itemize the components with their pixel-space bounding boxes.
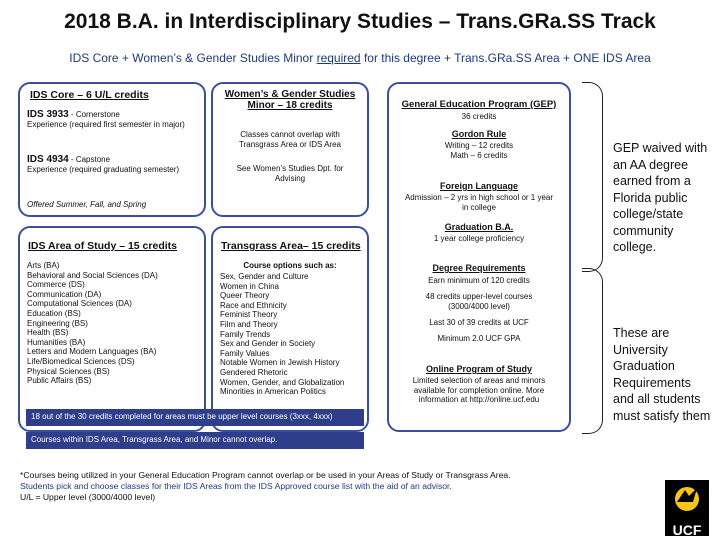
foreign-language-header: Foreign Language [439,181,518,191]
transgrass-item: Queer Theory [220,291,270,301]
transgrass-item: Women in China [220,281,279,291]
ids-area-item: Education (BS) [27,308,81,318]
online-program-header: Online Program of Study [425,364,532,374]
transgrass-item: Feminist Theory [220,310,278,320]
transgrass-item: Film and Theory [220,319,278,329]
ids-area-item: Life/Biomedical Sciences (DS) [27,356,135,366]
subtitle-underlined: required [316,51,361,65]
ids-area-item: Computational Sciences (DA) [27,299,132,309]
degree-req-4: Minimum 2.0 UCF GPA [437,334,521,343]
ids-area-item: Health (BS) [27,328,69,338]
footnote-3: U/L = Upper level (3000/4000 level) [20,492,156,502]
transgrass-item: Sex and Gender in Society [220,339,316,349]
degree-requirements-header: Degree Requirements [432,263,526,273]
subtitle-after: for this degree + Trans.GRa.SS Area + ON… [360,51,651,65]
ids-core-note: Offered Summer, Fall, and Spring [27,200,147,209]
ids-area-list: Arts (BA) Behavioral and Social Sciences… [27,261,207,386]
graduation-req-bracket [582,268,603,434]
graduation-ba-desc: 1 year college proficiency [433,234,525,243]
pegasus-icon [675,487,699,511]
gordon-rule-header: Gordon Rule [451,129,507,139]
ids-area-item: Public Affairs (BS) [27,376,92,386]
transgrass-header: Transgrass Area– 15 credits [221,240,361,252]
transgrass-list: Sex, Gender and Culture Women in China Q… [220,272,370,397]
degree-req-2: 48 credits upper-level courses (3000/400… [425,292,533,311]
ids-area-item: Letters and Modern Languages (BA) [27,347,157,357]
gep-credits: 36 credits [461,112,497,121]
degree-req-1: Earn minimum of 120 credits [428,276,530,285]
ids-area-item: Engineering (BS) [27,318,88,328]
transgrass-area-box: Transgrass Area– 15 credits Course optio… [211,226,369,432]
ids-core-course2-code: IDS 4934 [27,154,69,165]
footnote-2: Students pick and choose classes for the… [20,481,452,491]
ids-area-header: IDS Area of Study – 15 credits [28,240,177,252]
ids-core-box: IDS Core – 6 U/L credits IDS 3933 - Corn… [18,82,206,217]
ids-area-item: Physical Sciences (BS) [27,366,110,376]
degree-req-3: Last 30 of 39 credits at UCF [429,318,529,327]
transgrass-item: Family Values [220,348,270,358]
transgrass-item: Minorities in American Politics [220,387,326,397]
ids-core-course2-desc: Experience (required graduating semester… [27,164,180,174]
upper-level-banner: 18 out of the 30 credits completed for a… [26,409,364,426]
wgs-minor-box: Women’s & Gender Studies Minor – 18 cred… [211,82,369,217]
ucf-logo: UCF [665,480,709,538]
ids-core-course1: IDS 3933 - Cornerstone Experience (requi… [27,110,197,129]
ids-area-item: Commerce (DS) [27,280,85,290]
ids-area-item: Behavioral and Social Sciences (DA) [27,270,158,280]
online-program-desc: Limited selection of areas and minors av… [412,376,546,405]
transgrass-item: Race and Ethnicity [220,300,287,310]
wgs-minor-line2: See Women’s Studies Dpt. for Advising [236,164,344,183]
ids-core-course2-name: - Capstone [68,155,111,164]
ids-core-course2: IDS 4934 - Capstone Experience (required… [27,155,197,174]
graduation-ba-header: Graduation B.A. [444,222,514,232]
ids-core-header: IDS Core – 6 U/L credits [30,89,149,101]
transgrass-item: Notable Women in Jewish History [220,358,340,368]
gep-waived-note: GEP waived with an AA degree earned from… [613,141,708,254]
transgrass-item: Sex, Gender and Culture [220,272,309,281]
transgrass-item: Women, Gender, and Globalization [220,377,345,387]
gep-header: General Education Program (GEP) [401,99,557,110]
footnotes: *Courses being utilized in your General … [20,470,650,503]
subtitle-before: IDS Core + Women’s & Gender Studies Mino… [69,51,317,65]
ids-area-box: IDS Area of Study – 15 credits Arts (BA)… [18,226,206,432]
graduation-requirements-note: These are University Graduation Requirem… [613,326,711,423]
overlap-banner: Courses within IDS Area, Transgrass Area… [26,432,364,449]
gep-waived-bracket [582,82,603,272]
wgs-minor-line1: Classes cannot overlap with Transgrass A… [239,130,341,149]
wgs-minor-header: Women’s & Gender Studies Minor – 18 cred… [224,89,356,111]
ids-core-course1-code: IDS 3933 [27,109,69,120]
ids-core-course1-desc: Experience (required first semester in m… [27,119,185,129]
ids-area-item: Communication (DA) [27,289,102,299]
gordon-math: Math – 6 credits [450,151,508,160]
ids-area-item: Humanities (BA) [27,337,86,347]
ids-area-item: Arts (BA) [27,261,60,270]
gordon-writing: Writing – 12 credits [444,141,514,150]
footnote-1: *Courses being utilized in your General … [20,470,511,480]
transgrass-item: Family Trends [220,329,271,339]
page-title: 2018 B.A. in Interdisciplinary Studies –… [64,10,656,33]
ucf-logo-text: UCF [672,522,702,538]
gep-box: General Education Program (GEP) 36 credi… [387,82,571,432]
transgrass-options-header: Course options such as: [243,261,337,270]
page-subtitle: IDS Core + Women’s & Gender Studies Mino… [0,51,720,65]
foreign-language-desc: Admission – 2 yrs in high school or 1 ye… [404,193,554,212]
transgrass-item: Gendered Rhetoric [220,367,288,377]
ids-core-course1-name: - Cornerstone [68,110,120,119]
